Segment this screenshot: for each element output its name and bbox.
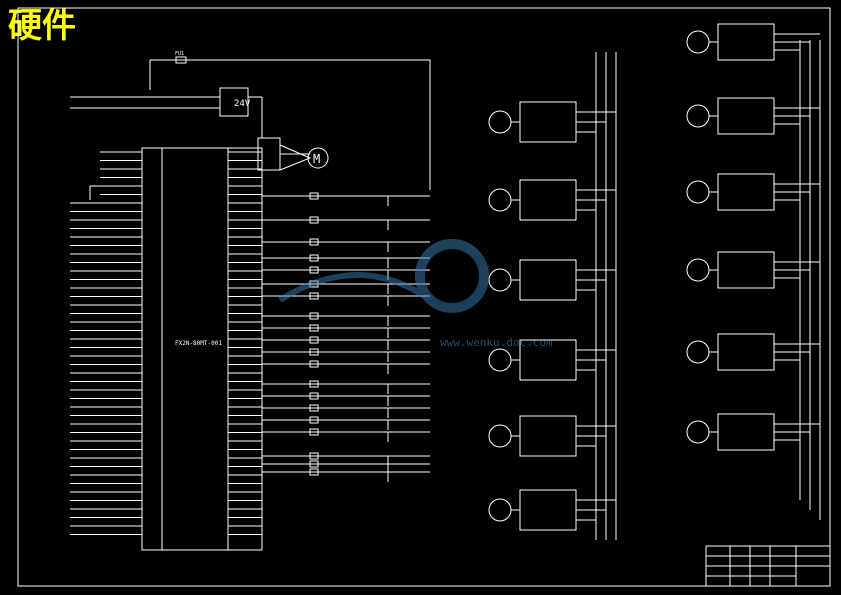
motor-circle (488, 110, 512, 134)
power-supply-24v (219, 87, 249, 117)
encoder-box (257, 137, 281, 171)
drawing-frame (17, 7, 831, 587)
relay-coil (309, 238, 319, 246)
motor-label: M (313, 152, 320, 166)
contactor-box (717, 173, 775, 211)
relay-coil (309, 416, 319, 424)
contactor-box (717, 251, 775, 289)
relay-coil (309, 380, 319, 388)
relay-coil (309, 452, 319, 460)
contactor-box (519, 101, 577, 143)
motor-circle (686, 30, 710, 54)
motor-circle (686, 340, 710, 364)
contactor-box (519, 489, 577, 531)
watermark-text: www.wenku.doc.com (440, 336, 553, 349)
contactor-box (717, 97, 775, 135)
contactor-box (717, 333, 775, 371)
relay-coil (309, 460, 319, 468)
relay-coil (309, 468, 319, 476)
plc-body (141, 147, 263, 551)
relay-coil (309, 312, 319, 320)
relay-coil (309, 336, 319, 344)
relay-coil (309, 254, 319, 262)
contactor-box (519, 259, 577, 301)
plc-model-label: FX2N-80MT-001 (175, 340, 222, 347)
relay-coil (309, 324, 319, 332)
fuse-fu1 (175, 56, 187, 64)
relay-coil (309, 348, 319, 356)
contactor-box (717, 23, 775, 61)
contactor-box (519, 415, 577, 457)
fuse-label: FU1 (175, 51, 184, 57)
watermark-logo (278, 239, 489, 313)
contactor-box (717, 413, 775, 451)
motor-circle (686, 104, 710, 128)
motor-circle (488, 424, 512, 448)
motor-circle (488, 188, 512, 212)
relay-coil (309, 216, 319, 224)
motor-circle (488, 268, 512, 292)
relay-coil (309, 192, 319, 200)
motor-symbol (307, 147, 329, 169)
motor-circle (488, 498, 512, 522)
relay-coil (309, 428, 319, 436)
relay-coil (309, 292, 319, 300)
motor-circle (686, 258, 710, 282)
motor-circle (488, 348, 512, 372)
motor-circle (686, 180, 710, 204)
relay-coil (309, 360, 319, 368)
motor-circle (686, 420, 710, 444)
contactor-box (519, 179, 577, 221)
supply-label: 24V (234, 99, 251, 109)
sheet-title: 硬件 (8, 6, 76, 46)
relay-coil (309, 392, 319, 400)
relay-coil (309, 404, 319, 412)
relay-coil (309, 266, 319, 274)
